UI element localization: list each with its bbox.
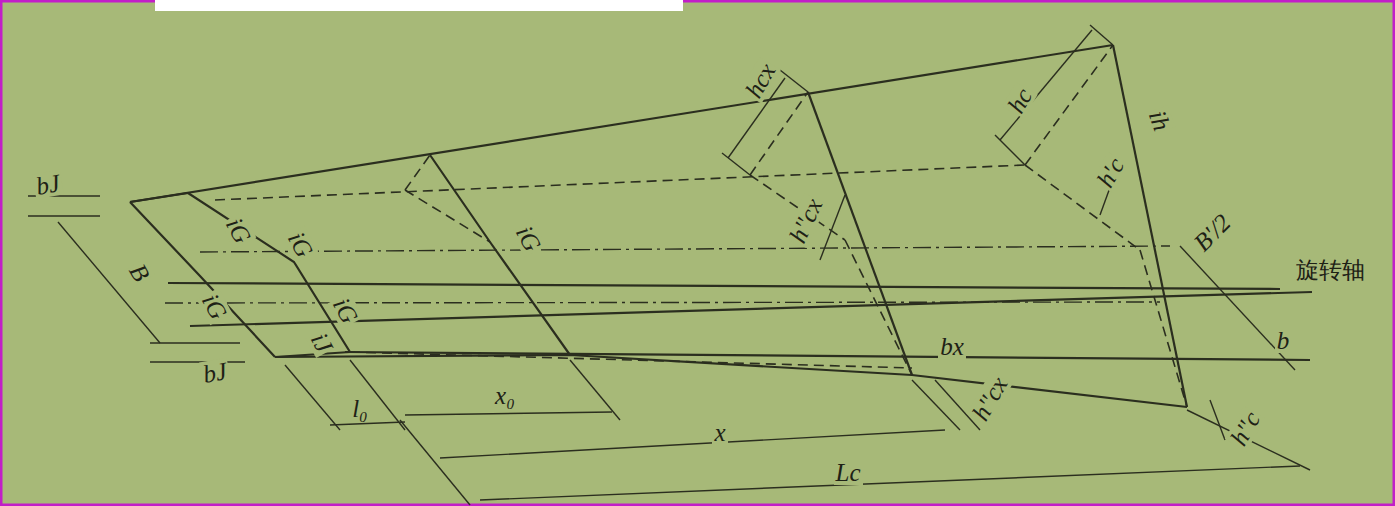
hidden-lines	[215, 45, 1187, 407]
slope-label: iG	[327, 291, 363, 328]
axis-label: 旋转轴	[1294, 259, 1367, 282]
dimension-label: B	[124, 257, 155, 286]
height-label: h''cx	[784, 192, 828, 247]
blank-strip	[155, 0, 683, 11]
dimension-label: l₀	[350, 396, 370, 421]
height-label: h''cx	[967, 370, 1013, 425]
dimension-label: Lc	[834, 460, 863, 485]
slope-label: ih	[1144, 105, 1176, 136]
height-label: hc	[1002, 82, 1037, 118]
slope-label: iG	[220, 211, 256, 248]
slope-label: iG	[282, 225, 318, 262]
slope-label: iG	[196, 287, 232, 324]
dimension-label: x₀	[493, 383, 517, 408]
dimension-label: b	[1275, 328, 1292, 353]
dimension-label: bJ	[199, 357, 231, 386]
height-label: hcx	[739, 57, 780, 103]
dimension-label: bJ	[32, 169, 64, 198]
dimension-label: B'/2	[1188, 208, 1237, 257]
height-label: h'c	[1091, 151, 1129, 192]
dimension-lines	[28, 25, 1310, 505]
dimension-label: x	[712, 420, 727, 445]
slope-label: iJ	[306, 326, 338, 357]
dimension-label: bx	[938, 334, 966, 359]
centre-lines	[165, 246, 1170, 303]
height-label: h''c	[1225, 405, 1266, 451]
road-outline	[130, 45, 1312, 407]
slope-label: iG	[510, 219, 546, 256]
